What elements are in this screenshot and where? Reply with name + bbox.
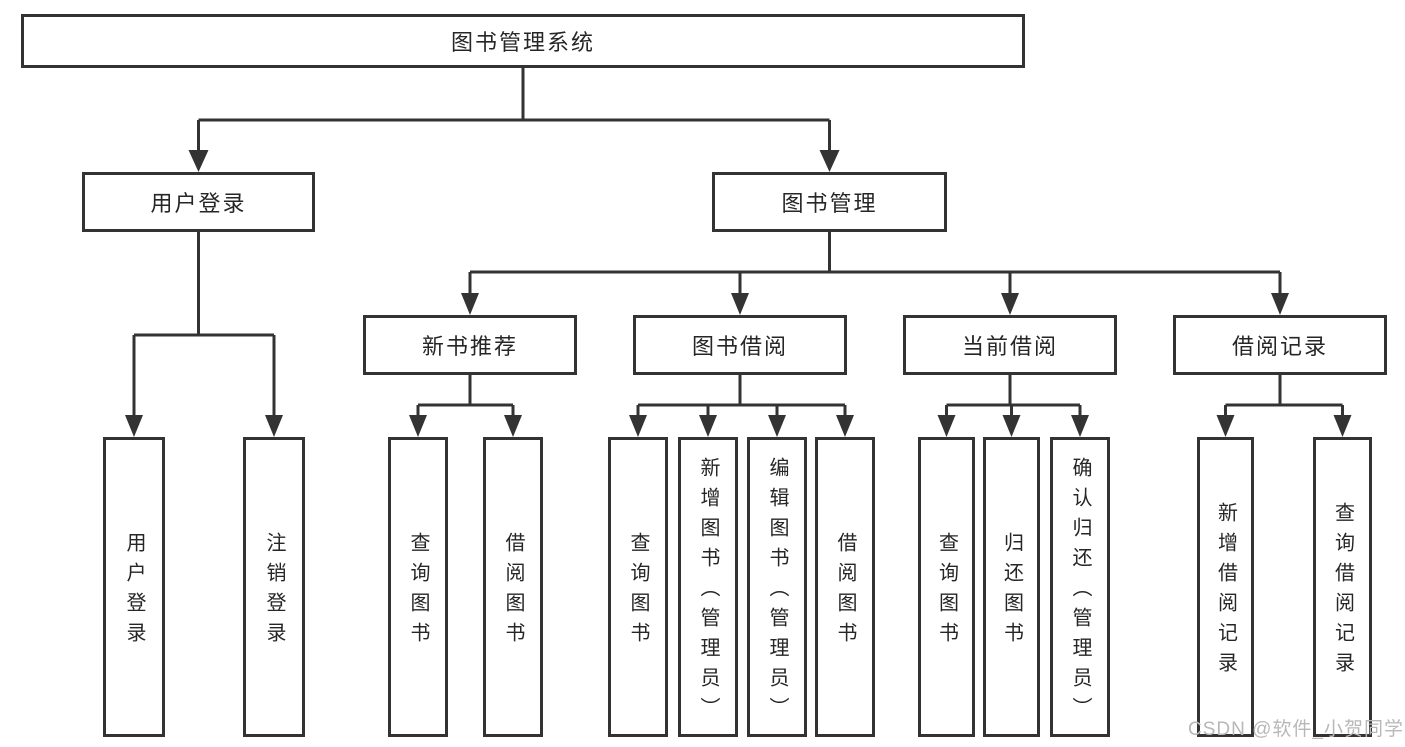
node-newbooks-borrow-books: 借阅图书 <box>483 437 543 737</box>
node-current-borrow: 当前借阅 <box>903 315 1117 375</box>
node-label: 用户登录 <box>123 532 145 652</box>
node-label: 查询图书 <box>627 532 649 652</box>
node-user-login: 用户登录 <box>82 172 315 232</box>
node-newbooks-query-books: 查询图书 <box>388 437 448 737</box>
node-borrow-add-books-admin: 新增图书（管理员） <box>678 437 738 737</box>
node-book-management: 图书管理 <box>712 172 947 232</box>
node-book-borrow: 图书借阅 <box>633 315 847 375</box>
node-records-add-record: 新增借阅记录 <box>1197 437 1254 737</box>
edge-current-to-leaves <box>937 375 1089 437</box>
node-label: 确认归还（管理员） <box>1069 457 1091 727</box>
node-label: 图书管理 <box>781 191 878 216</box>
edge-mgmt-to-level3 <box>461 232 1289 315</box>
node-current-query-books: 查询图书 <box>918 437 975 737</box>
edge-login-to-leaves <box>125 232 283 437</box>
node-borrow-edit-books-admin: 编辑图书（管理员） <box>747 437 807 737</box>
edge-borrow-to-leaves <box>629 375 854 437</box>
node-label: 图书借阅 <box>691 334 788 359</box>
node-current-confirm-return-admin: 确认归还（管理员） <box>1050 437 1110 737</box>
node-label: 注销登录 <box>263 532 285 652</box>
node-borrow-query-books: 查询图书 <box>608 437 668 737</box>
node-label: 查询图书 <box>935 532 958 652</box>
node-current-return-books: 归还图书 <box>983 437 1040 737</box>
node-label: 借阅图书 <box>834 532 856 652</box>
node-label: 编辑图书（管理员） <box>766 457 788 727</box>
node-label: 新增借阅记录 <box>1214 502 1237 682</box>
node-borrow-borrow-books: 借阅图书 <box>815 437 875 737</box>
csdn-watermark: CSDN @软件_小贺同学 <box>1188 719 1404 740</box>
edge-newbooks-to-leaves <box>409 375 522 437</box>
node-label: 借阅图书 <box>502 532 524 652</box>
node-user-login-action: 用户登录 <box>103 437 165 737</box>
node-library-system: 图书管理系统 <box>21 14 1025 68</box>
node-label: 新书推荐 <box>421 334 518 359</box>
node-label: 新增图书（管理员） <box>697 457 719 727</box>
node-label: 查询借阅记录 <box>1331 502 1354 682</box>
node-records-query-record: 查询借阅记录 <box>1313 437 1372 737</box>
node-label: 图书管理系统 <box>450 30 595 55</box>
node-label: 归还图书 <box>1000 532 1023 652</box>
node-label: 用户登录 <box>150 191 247 216</box>
node-borrow-records: 借阅记录 <box>1173 315 1387 375</box>
edge-records-to-leaves <box>1216 375 1352 437</box>
node-new-book-recommend: 新书推荐 <box>363 315 577 375</box>
node-label: 查询图书 <box>407 532 429 652</box>
edge-root-to-level2 <box>188 68 840 172</box>
node-label: 当前借阅 <box>961 334 1058 359</box>
node-logout-action: 注销登录 <box>243 437 305 737</box>
node-label: 借阅记录 <box>1231 334 1328 359</box>
